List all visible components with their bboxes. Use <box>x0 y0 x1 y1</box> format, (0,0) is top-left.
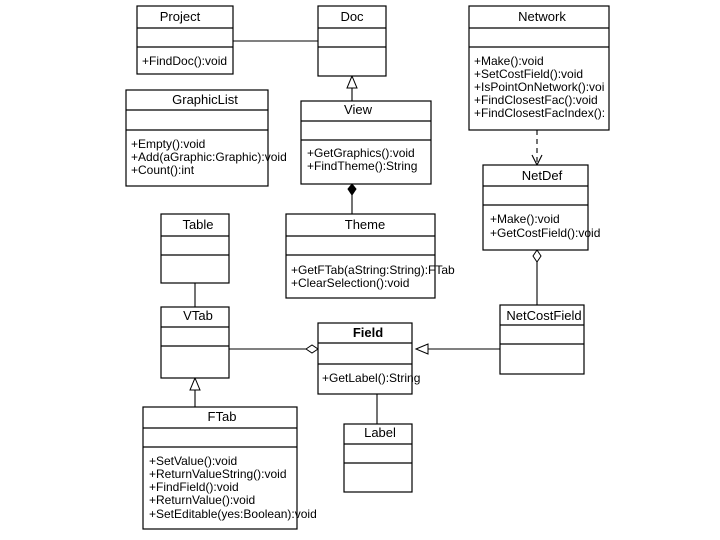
operation: +FindDoc():void <box>142 54 227 68</box>
class-name: Project <box>160 9 201 24</box>
operation: +SetValue():void <box>149 454 237 468</box>
operation: +ClearSelection():void <box>291 276 409 290</box>
inheritance-triangle-icon <box>414 343 429 355</box>
class-netcostfield[interactable]: NetCostField <box>499 304 585 375</box>
class-name: Field <box>353 325 383 340</box>
operation: +GetFTab(aString:String):FTab <box>291 263 455 277</box>
class-name: View <box>344 102 373 117</box>
operation: +GetCostField():void <box>490 226 600 240</box>
operation: +ReturnValueString():void <box>149 467 287 481</box>
aggregation-diamond-icon <box>305 344 319 354</box>
operation: +Make():void <box>474 54 544 68</box>
class-graphiclist[interactable]: GraphicList +Empty():void +Add(aGraphic:… <box>125 89 287 187</box>
class-name: Label <box>364 425 396 440</box>
class-field[interactable]: Field +GetLabel():String <box>317 322 420 395</box>
operation: +FindClosestFac():void <box>474 93 598 107</box>
operation: +Empty():void <box>131 137 205 151</box>
operation: +SetEditable(yes:Boolean):void <box>149 507 317 521</box>
operation: +FindTheme():String <box>307 159 417 173</box>
class-network[interactable]: Network +Make():void +SetCostField():voi… <box>468 5 610 131</box>
class-vtab[interactable]: VTab <box>160 306 230 379</box>
aggregation-diamond-icon <box>532 249 542 263</box>
composition-diamond-icon <box>347 183 357 196</box>
class-name: GraphicList <box>172 92 238 107</box>
class-table[interactable]: Table <box>160 213 230 284</box>
class-project[interactable]: Project +FindDoc():void <box>136 5 234 75</box>
class-name: Doc <box>340 9 364 24</box>
class-netdef[interactable]: NetDef +Make():void +GetCostField():void <box>482 164 600 251</box>
operation: +GetLabel():String <box>322 371 420 385</box>
class-theme[interactable]: Theme +GetFTab(aString:String):FTab +Cle… <box>285 213 455 299</box>
operation: +FindField():void <box>149 480 239 494</box>
operation: +FindClosestFacIndex(): <box>474 106 605 120</box>
operation: +SetCostField():void <box>474 67 583 81</box>
operation: +ReturnValue():void <box>149 493 255 507</box>
operation: +Count():int <box>131 163 195 177</box>
class-name: Table <box>182 217 213 232</box>
class-ftab[interactable]: FTab +SetValue():void +ReturnValueString… <box>142 406 317 530</box>
operation: +Make():void <box>490 212 560 226</box>
class-name: NetCostField <box>506 308 581 323</box>
class-label[interactable]: Label <box>343 423 413 493</box>
connectors <box>189 36 543 424</box>
operation: +GetGraphics():void <box>307 146 415 160</box>
operation: +IsPointOnNetwork():voi <box>474 80 604 94</box>
inheritance-triangle-icon <box>346 74 358 89</box>
class-view[interactable]: View +GetGraphics():void +FindTheme():St… <box>300 100 432 185</box>
operation: +Add(aGraphic:Graphic):void <box>131 150 287 164</box>
inheritance-triangle-icon <box>189 376 201 391</box>
class-name: Network <box>518 9 566 24</box>
class-doc[interactable]: Doc <box>317 5 387 77</box>
class-name: Theme <box>345 217 385 232</box>
class-name: NetDef <box>522 168 563 183</box>
class-name: VTab <box>183 308 213 323</box>
class-name: FTab <box>208 409 237 424</box>
